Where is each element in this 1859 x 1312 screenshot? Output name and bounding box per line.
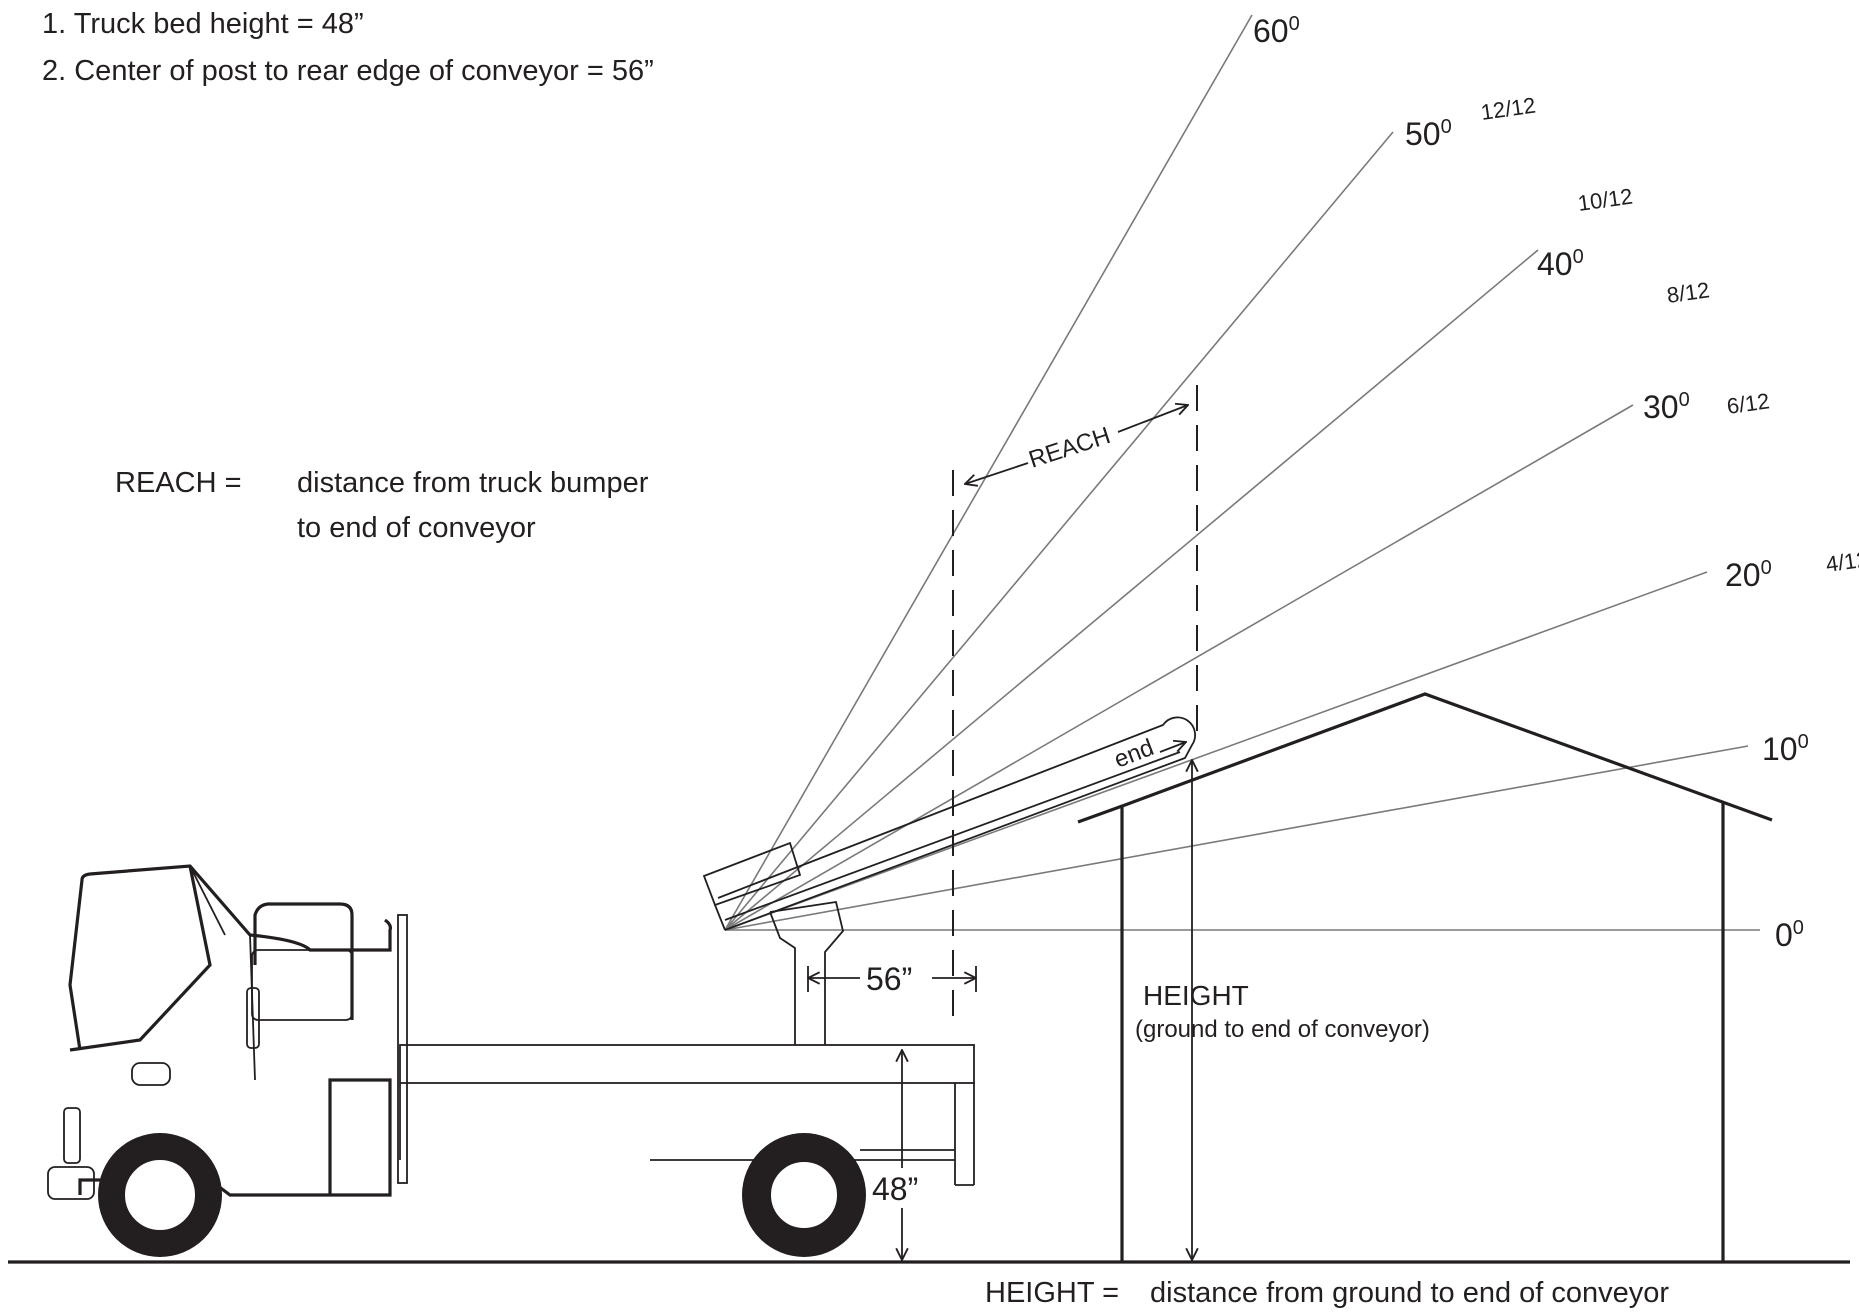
reach-label: REACH: [1026, 422, 1114, 474]
height-definition-text: distance from ground to end of conveyor: [1150, 1277, 1669, 1309]
angle-label-0: 00: [1775, 917, 1804, 953]
angle-label-20: 200: [1725, 557, 1772, 593]
conveyor-end-label: end: [1110, 734, 1157, 774]
end-arrow: [1159, 742, 1186, 753]
angle-label-60: 600: [1253, 13, 1300, 49]
height-label: HEIGHT: [1143, 980, 1249, 1011]
angle-ray-60: [724, 14, 1253, 931]
note-post-to-conveyor: 2. Center of post to rear edge of convey…: [42, 55, 654, 87]
reach-definition-line1: distance from truck bumper: [297, 467, 649, 499]
angle-ray-30: [724, 404, 1634, 931]
pitch-label-4-12: 4/12: [1824, 546, 1859, 577]
height-definition-label: HEIGHT =: [985, 1277, 1119, 1309]
pitch-label-8-12: 8/12: [1665, 277, 1711, 308]
angle-ray-10: [724, 745, 1749, 931]
angle-ray-40: [724, 249, 1539, 931]
reach-arrow-left: [965, 462, 1029, 484]
house: [1077, 692, 1773, 1262]
reach-definition-line2: to end of conveyor: [297, 512, 536, 544]
truck: [47, 864, 975, 1257]
angle-label-10: 100: [1762, 731, 1809, 767]
angle-label-40: 400: [1537, 246, 1584, 282]
angle-label-30: 300: [1643, 389, 1690, 425]
angle-rays: [724, 14, 1760, 931]
angle-ray-50: [724, 131, 1394, 931]
pitch-label-10-12: 10/12: [1576, 184, 1634, 216]
reach-arrow-right: [1117, 405, 1188, 433]
pitch-label-12-12: 12/12: [1479, 93, 1537, 125]
note-truck-bed-height: 1. Truck bed height = 48”: [42, 8, 364, 40]
dimension-48-label: 48”: [872, 1171, 918, 1207]
height-sublabel: (ground to end of conveyor): [1135, 1016, 1430, 1043]
pitch-label-6-12: 6/12: [1725, 388, 1771, 419]
reach-definition-label: REACH =: [115, 467, 242, 499]
dimension-56-label: 56”: [866, 961, 912, 997]
angle-label-50: 500: [1405, 116, 1452, 152]
angle-ray-20: [724, 571, 1708, 931]
